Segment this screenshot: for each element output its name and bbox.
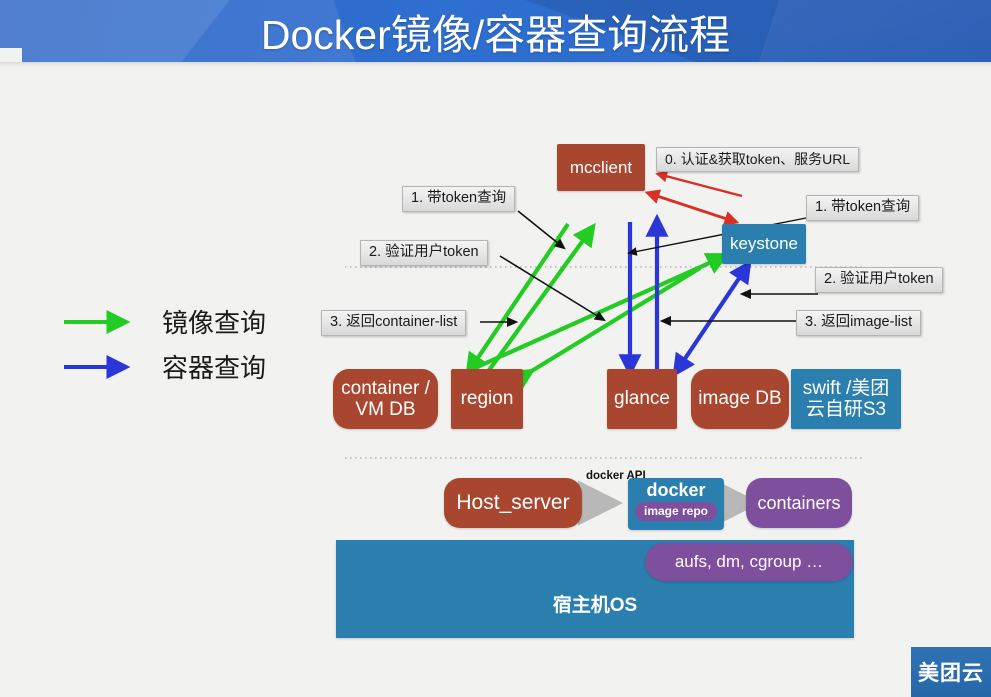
node-host-server-label: Host_server	[456, 491, 570, 515]
node-host-os-label: 宿主机OS	[552, 594, 638, 616]
legend-arrow-green-icon	[64, 309, 131, 334]
legend-label-container-query: 容器查询	[162, 353, 267, 383]
legend-arrow-blue-icon	[64, 354, 131, 379]
arrow-green-to-region-head	[509, 266, 702, 391]
node-image-repo-pill[interactable]: image repo	[634, 502, 718, 522]
leader-auth-token	[655, 170, 743, 198]
arrow-green-region-to-mcclient	[485, 222, 596, 375]
label-docker-api: docker API	[586, 470, 646, 482]
annotation-auth-token: 0. 认证&获取token、服务URL	[656, 147, 860, 173]
annotation-verify-user-token-right: 2. 验证用户token	[815, 267, 943, 293]
annotation-query-with-token-left: 1. 带token查询	[402, 186, 516, 212]
node-kernel-features[interactable]: aufs, dm, cgroup …	[645, 543, 853, 581]
node-glance[interactable]: glance	[607, 369, 677, 429]
node-host-server[interactable]: Host_server	[444, 478, 582, 528]
node-keystone-label: keystone	[729, 234, 799, 254]
node-containers[interactable]: containers	[746, 478, 852, 528]
arrow-blue-glance-keystone	[672, 259, 752, 378]
annotation-query-with-token-right: 1. 带token查询	[806, 195, 920, 221]
node-keystone[interactable]: keystone	[722, 224, 806, 264]
legend-item-container-query: 容器查询	[62, 348, 266, 385]
annotation-return-image-list: 3. 返回image-list	[796, 310, 922, 336]
node-swift[interactable]: swift /美团云自研S3	[791, 369, 901, 429]
node-containers-label: containers	[757, 492, 841, 513]
arrow-green-keystone-line	[465, 258, 717, 374]
node-glance-label: glance	[614, 388, 670, 410]
node-swift-label: swift /美团云自研S3	[802, 377, 890, 420]
page-title: Docker镜像/容器查询流程	[260, 12, 731, 58]
arrow-red-mcclient-keystone	[644, 189, 740, 226]
node-mcclient[interactable]: mcclient	[557, 144, 645, 191]
node-docker-label: docker	[646, 480, 706, 500]
node-region[interactable]: region	[451, 369, 523, 429]
node-container-vm-db-label: container / VM DB	[341, 377, 430, 420]
slide-header-banner: Docker镜像/容器查询流程	[0, 0, 991, 62]
node-mcclient-label: mcclient	[569, 157, 633, 177]
node-docker[interactable]: docker image repo	[628, 478, 724, 530]
brand-logo: 美团云	[911, 647, 991, 697]
node-region-label: region	[460, 388, 514, 410]
banner-corner-notch	[0, 48, 22, 62]
legend-label-image-query: 镜像查询	[162, 308, 267, 338]
leader-verify-token-left	[499, 255, 606, 322]
brand-logo-text: 美团云	[918, 662, 984, 685]
node-image-db-label: image DB	[698, 388, 782, 410]
node-kernel-features-label: aufs, dm, cgroup …	[674, 552, 824, 572]
annotation-return-container-list: 3. 返回container-list	[321, 310, 467, 336]
annotation-verify-user-token-left: 2. 验证用户token	[360, 240, 488, 266]
node-image-db[interactable]: image DB	[691, 369, 789, 429]
leader-query-token-left	[517, 210, 566, 250]
banner-shadow	[0, 62, 991, 67]
legend-item-image-query: 镜像查询	[62, 303, 266, 340]
node-container-vm-db[interactable]: container / VM DB	[333, 369, 438, 429]
